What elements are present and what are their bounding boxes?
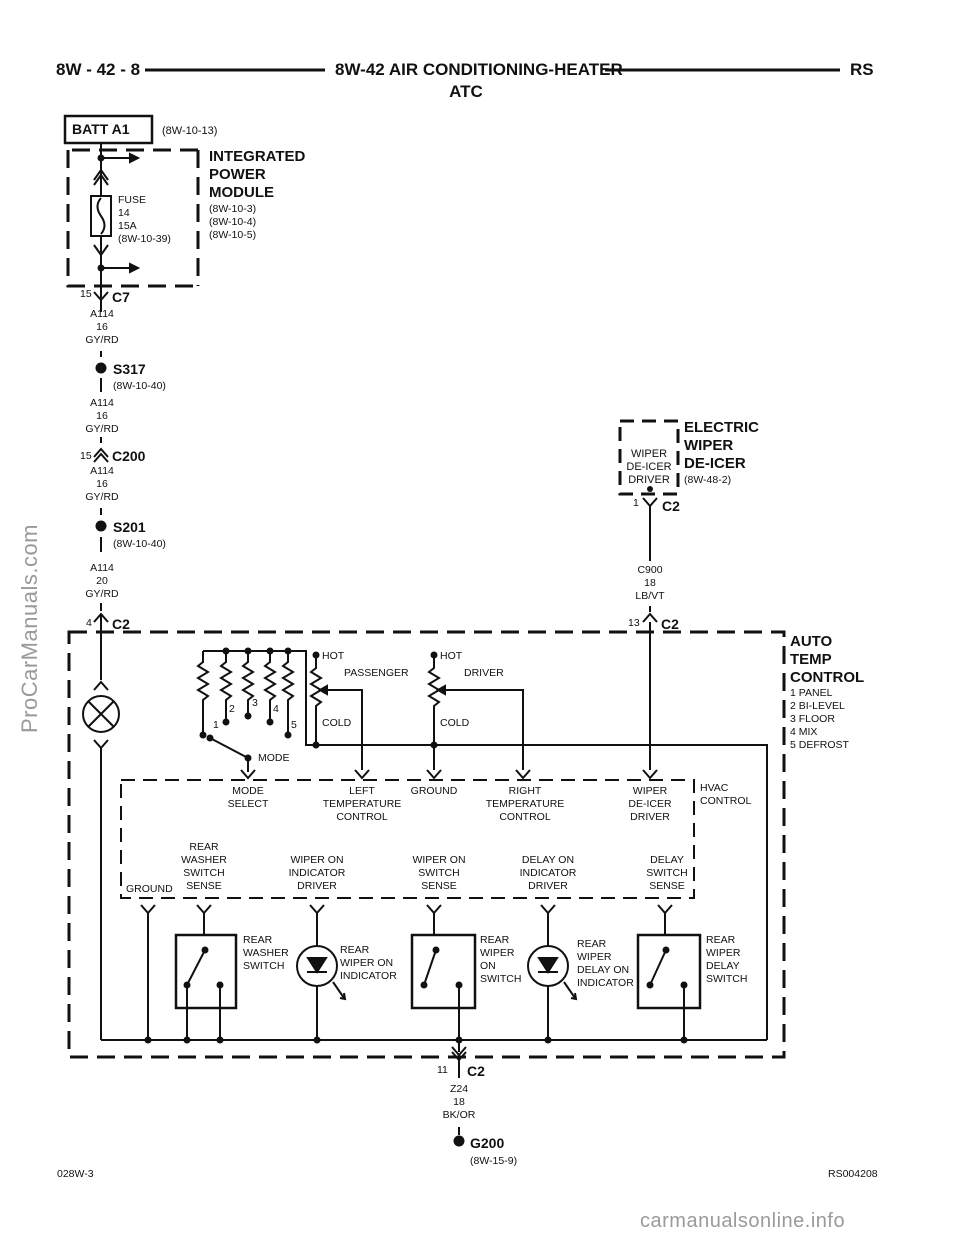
c2-pin-1: 1 <box>633 497 639 509</box>
deicer-driver-label: WIPER DE-ICER DRIVER <box>626 448 672 486</box>
wire-a114-3: A114 16 GY/RD <box>85 465 119 503</box>
batt-ref: (8W-10-13) <box>162 125 218 137</box>
mode-pin-4: 4 <box>273 703 279 715</box>
batt-box <box>63 114 154 145</box>
rear-wiper-on-switch-box <box>410 933 477 1010</box>
ipm-refs: (8W-10-3) (8W-10-4) (8W-10-5) <box>209 203 257 241</box>
side-watermark: ProCarManuals.com <box>17 523 42 733</box>
mode-legend: 1 PANEL 2 BI-LEVEL 3 FLOOR 4 MIX 5 DEFRO… <box>790 687 849 751</box>
ipm-box <box>66 148 200 288</box>
header-subtitle: ATC <box>449 82 483 101</box>
bottom-watermark: carmanualsonline.info <box>640 1210 846 1232</box>
s317-splice: S317 <box>113 361 146 377</box>
mode-resistors <box>196 651 295 735</box>
mode-label: MODE <box>258 752 290 764</box>
wire-a114-4: A114 20 GY/RD <box>85 562 119 600</box>
hvac-mode-select: MODE SELECT <box>227 785 269 810</box>
deicer-box <box>618 419 680 496</box>
g200-ground: G200 <box>470 1135 505 1151</box>
c2-connector-bottom: C2 <box>467 1063 485 1079</box>
c2-connector-right: C2 <box>661 616 679 632</box>
rear-wiper-delay-switch-box <box>636 933 702 1010</box>
s201-ref: (8W-10-40) <box>113 538 166 550</box>
g200-ref: (8W-15-9) <box>470 1155 518 1167</box>
footer-right: RS004208 <box>828 1168 878 1180</box>
rear-washer-switch-box <box>174 933 238 1010</box>
deicer-ref: (8W-48-2) <box>684 474 732 486</box>
fuse-label: FUSE 14 15A (8W-10-39) <box>118 194 171 245</box>
hvac-left-temp: LEFT TEMPERATURE CONTROL <box>322 785 402 823</box>
c200-connector: C200 <box>112 448 146 464</box>
hvac-title: HVAC CONTROL <box>700 782 752 807</box>
c2-pin-13: 13 <box>628 617 640 629</box>
ipm-title: INTEGRATED POWER MODULE <box>209 148 306 201</box>
driver-label: DRIVER <box>464 667 504 679</box>
driver-cold: COLD <box>440 717 470 729</box>
mode-pin-1: 1 <box>213 719 219 731</box>
s317-ref: (8W-10-40) <box>113 380 166 392</box>
hvac-ground-top: GROUND <box>410 785 458 797</box>
c200-pin: 15 <box>80 450 92 462</box>
batt-label: BATT A1 <box>72 121 130 137</box>
c7-connector: C7 <box>112 289 130 305</box>
footer-left: 028W-3 <box>57 1168 94 1180</box>
hvac-wiper-on-switch-sense: WIPER ON SWITCH SENSE <box>412 854 466 892</box>
s317-dot <box>95 362 107 374</box>
hvac-rear-washer-sense: REAR WASHER SWITCH SENSE <box>181 841 227 892</box>
wire-z24: Z24 18 BK/OR <box>442 1083 476 1121</box>
bottom-pins <box>140 904 673 915</box>
c2-connector-left: C2 <box>112 616 130 632</box>
header-title: 8W-42 AIR CONDITIONING-HEATER <box>335 60 623 79</box>
atc-title: AUTO TEMP CONTROL <box>790 633 865 686</box>
deicer-title: ELECTRIC WIPER DE-ICER <box>684 419 759 472</box>
header-section: RS <box>850 60 874 79</box>
hvac-wiper-on-indicator-driver: WIPER ON INDICATOR DRIVER <box>288 854 346 892</box>
hvac-ground-bottom: GROUND <box>126 883 173 895</box>
rear-washer-switch-label: REAR WASHER SWITCH <box>243 934 289 972</box>
hvac-delay-on-indicator-driver: DELAY ON INDICATOR DRIVER <box>519 854 577 892</box>
hvac-deicer-driver: WIPER DE-ICER DRIVER <box>628 785 672 823</box>
passenger-hot: HOT <box>322 650 345 662</box>
passenger-cold: COLD <box>322 717 352 729</box>
c7-pin: 15 <box>80 288 92 300</box>
c2-connector-deicer: C2 <box>662 498 680 514</box>
atc-box <box>67 630 786 1059</box>
driver-hot: HOT <box>440 650 463 662</box>
s201-dot <box>95 520 107 532</box>
g200-dot <box>453 1135 465 1147</box>
wire-a114-2: A114 16 GY/RD <box>85 397 119 435</box>
rear-wiper-delay-switch-label: REAR WIPER DELAY SWITCH <box>706 934 748 985</box>
hvac-box <box>120 779 695 899</box>
wire-c900: C900 18 LB/VT <box>635 564 665 602</box>
rear-wiper-on-switch-label: REAR WIPER ON SWITCH <box>480 934 522 985</box>
rear-wiper-delay-indicator-label: REAR WIPER DELAY ON INDICATOR <box>577 938 634 989</box>
mode-pin-5: 5 <box>291 719 297 731</box>
c2-pin-4: 4 <box>86 617 92 629</box>
hvac-right-temp: RIGHT TEMPERATURE CONTROL <box>485 785 565 823</box>
c2-pin-11: 11 <box>437 1064 448 1076</box>
mode-pin-3: 3 <box>252 697 258 709</box>
s201-splice: S201 <box>113 519 146 535</box>
passenger-label: PASSENGER <box>344 667 409 679</box>
lamp-symbol <box>82 695 120 733</box>
rear-wiper-on-indicator-label: REAR WIPER ON INDICATOR <box>340 944 397 982</box>
hvac-delay-switch-sense: DELAY SWITCH SENSE <box>646 854 688 892</box>
header-page-number: 8W - 42 - 8 <box>56 60 141 79</box>
mode-pin-2: 2 <box>229 703 235 715</box>
wire-a114-1: A114 16 GY/RD <box>85 308 119 346</box>
